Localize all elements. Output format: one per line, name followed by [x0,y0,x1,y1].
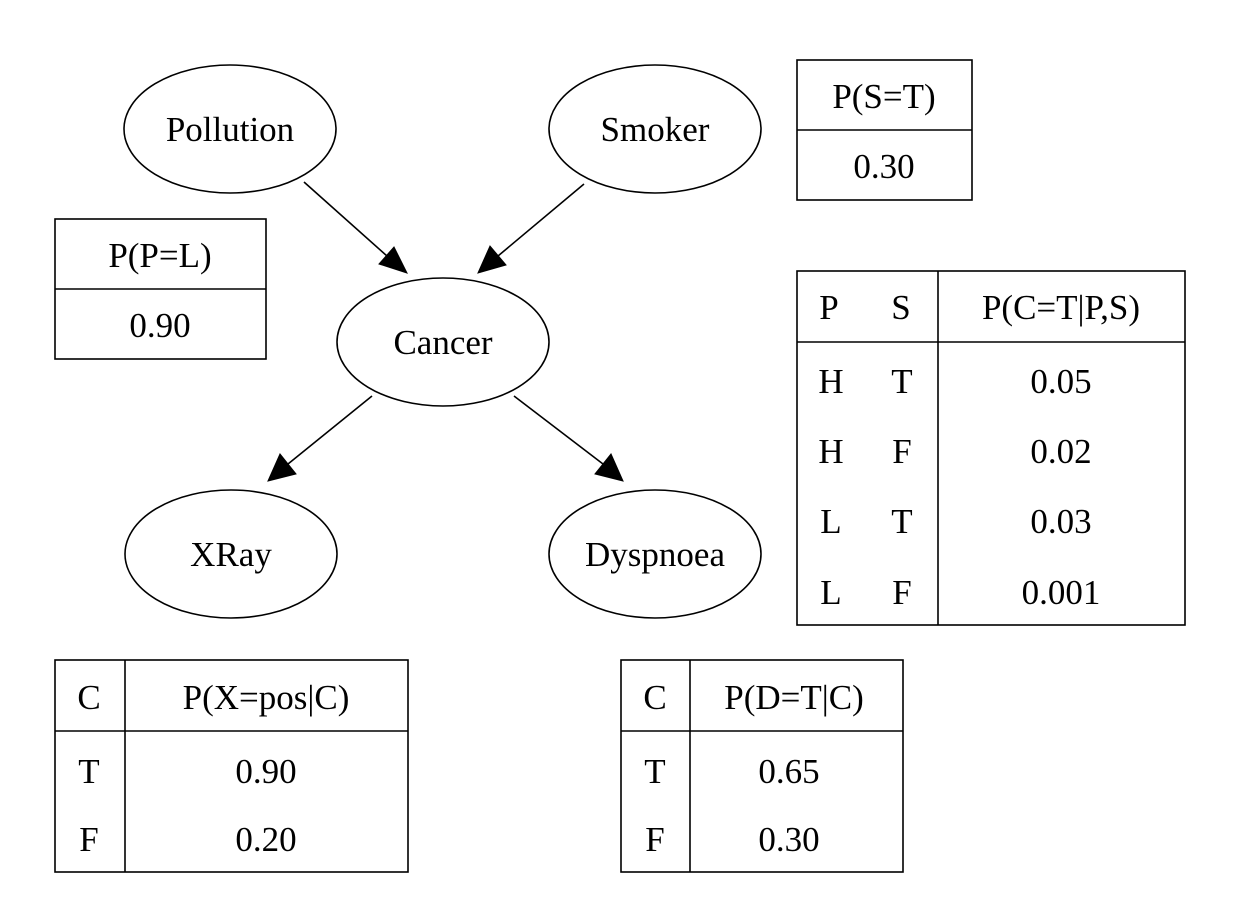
cpt-dyspnoea-cell-c: T [644,752,665,791]
cpt-pollution-value: 0.90 [129,306,190,345]
edges [267,181,624,482]
node-xray: XRay [124,489,338,619]
cpt-cancer-cell-prob: 0.02 [1030,432,1091,471]
cpt-cancer-cell-s: F [892,432,911,471]
cpt-xray-cell-c: T [78,752,99,791]
cpt-cancer-header-p: P [819,288,838,327]
cpt-cancer-cell-prob: 0.001 [1022,573,1101,612]
node-dyspnoea-label: Dyspnoea [585,535,725,574]
cpt-cancer-cell-prob: 0.03 [1030,502,1091,541]
node-smoker: Smoker [548,64,762,194]
cpt-xray-table: C P(X=pos|C) T 0.90 F 0.20 [54,659,409,873]
cpt-dyspnoea-header-prob: P(D=T|C) [724,678,864,717]
cpt-cancer-header-row: P S P(C=T|P,S) [819,288,1140,327]
node-cancer: Cancer [336,277,550,407]
table-row: T 0.90 [78,752,296,791]
cpt-cancer-cell-p: H [818,362,843,401]
cpt-pollution-table: P(P=L) 0.90 [54,218,267,360]
cpt-cancer-cell-p: L [820,573,841,612]
node-cancer-label: Cancer [393,323,492,362]
cpt-cancer-cell-s: T [891,502,912,541]
node-dyspnoea: Dyspnoea [548,489,762,619]
cpt-xray-cell-c: F [79,820,98,859]
table-row: F 0.20 [79,820,296,859]
cpt-dyspnoea-table: C P(D=T|C) T 0.65 F 0.30 [620,659,904,873]
table-row: F 0.30 [645,820,819,859]
cpt-smoker-header: P(S=T) [832,77,935,116]
cpt-dyspnoea-header-c: C [643,678,666,717]
cpt-cancer-cell-s: F [892,573,911,612]
cpt-xray-header-prob: P(X=pos|C) [183,678,350,717]
table-row: H F 0.02 [818,432,1091,471]
node-xray-label: XRay [190,535,272,574]
edge-cancer-xray [267,395,373,482]
cpt-dyspnoea-cell-prob: 0.65 [758,752,819,791]
cpt-cancer-cell-p: L [820,502,841,541]
cpt-cancer-cell-s: T [891,362,912,401]
cpt-cancer-table: P S P(C=T|P,S) H T 0.05 H F 0.02 L T 0.0… [796,270,1186,626]
table-row: T 0.65 [644,752,819,791]
edge-cancer-dyspnoea [513,395,624,482]
cpt-xray-header-c: C [77,678,100,717]
edge-pollution-cancer [303,181,408,274]
cpt-cancer-header-prob: P(C=T|P,S) [982,288,1140,327]
table-row: L F 0.001 [820,573,1100,612]
node-smoker-label: Smoker [601,110,710,149]
node-pollution: Pollution [123,64,337,194]
table-row: L T 0.03 [820,502,1091,541]
cpt-pollution-header: P(P=L) [108,236,211,275]
table-row: H T 0.05 [818,362,1091,401]
cpt-smoker-value: 0.30 [853,147,914,186]
cpt-xray-header-row: C P(X=pos|C) [77,678,349,717]
cpt-smoker-table: P(S=T) 0.30 [796,59,973,201]
node-pollution-label: Pollution [166,110,294,149]
cpt-cancer-header-s: S [891,288,910,327]
edge-smoker-cancer [477,183,585,274]
cpt-cancer-cell-p: H [818,432,843,471]
cpt-dyspnoea-header-row: C P(D=T|C) [643,678,863,717]
cpt-xray-cell-prob: 0.20 [235,820,296,859]
cpt-dyspnoea-cell-c: F [645,820,664,859]
cpt-cancer-cell-prob: 0.05 [1030,362,1091,401]
cpt-dyspnoea-cell-prob: 0.30 [758,820,819,859]
cpt-xray-cell-prob: 0.90 [235,752,296,791]
